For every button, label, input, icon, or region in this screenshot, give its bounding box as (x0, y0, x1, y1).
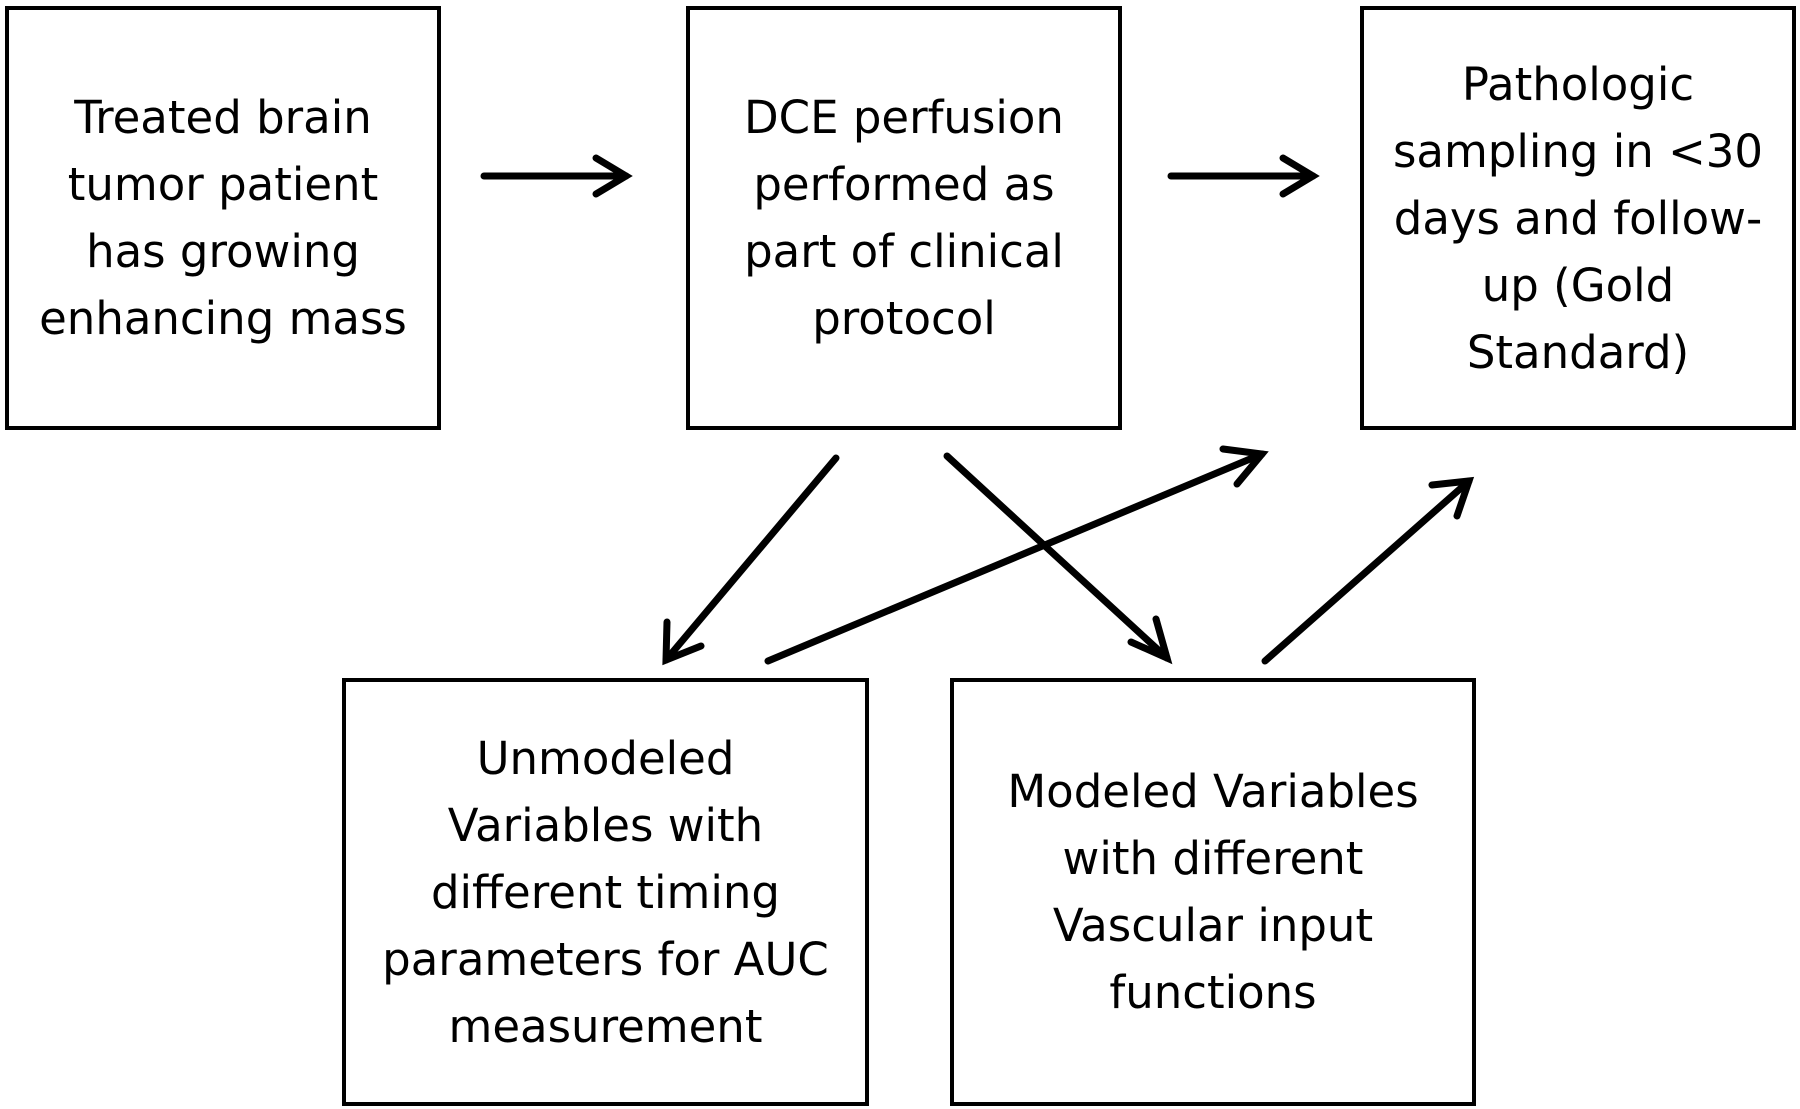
node-pathologic-sampling: Pathologic sampling in <30 days and foll… (1360, 6, 1796, 430)
node-treated-patient-label: Treated brain tumor patient has growing … (39, 91, 407, 345)
arrow-dce-to-modeled (943, 452, 1173, 665)
node-modeled-variables-label: Modeled Variables with different Vascula… (1007, 765, 1419, 1019)
node-treated-patient: Treated brain tumor patient has growing … (5, 6, 441, 430)
arrow-modeled-to-pathologic (1261, 476, 1475, 665)
node-unmodeled-variables-label: Unmodeled Variables with different timin… (382, 731, 829, 1053)
arrow-dce-to-unmodeled (662, 454, 840, 666)
node-pathologic-sampling-label: Pathologic sampling in <30 days and foll… (1392, 57, 1764, 379)
node-dce-perfusion-label: DCE perfusion performed as part of clini… (744, 91, 1064, 345)
node-modeled-variables: Modeled Variables with different Vascula… (950, 678, 1476, 1106)
arrow-dce-to-pathologic (1167, 154, 1320, 198)
node-unmodeled-variables: Unmodeled Variables with different timin… (342, 678, 869, 1106)
arrow-treated-to-dce (480, 154, 633, 198)
node-dce-perfusion: DCE perfusion performed as part of clini… (686, 6, 1122, 430)
arrow-unmodeled-to-pathologic (764, 445, 1269, 665)
